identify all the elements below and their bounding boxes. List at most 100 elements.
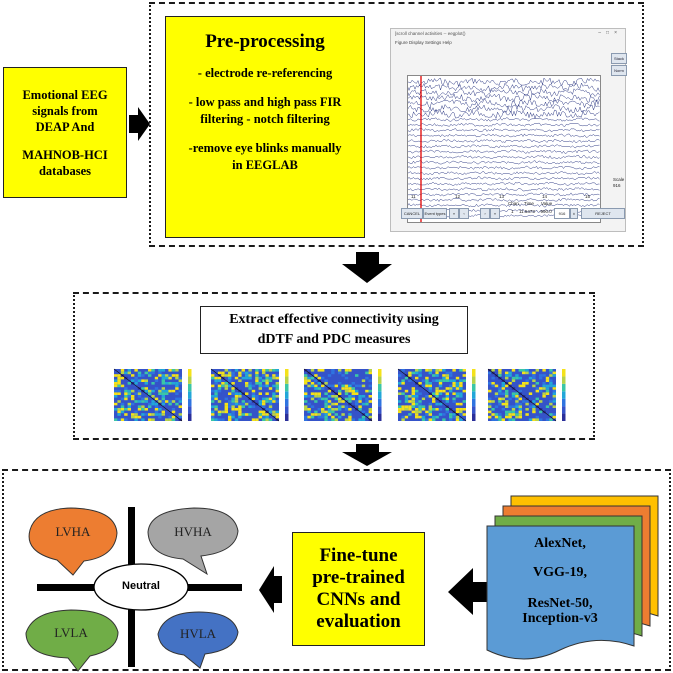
chan-label: Chan. <box>508 201 521 206</box>
document-blue <box>486 525 635 660</box>
eeg-trace <box>407 93 600 103</box>
scale-value: 916 <box>613 183 621 188</box>
connectivity-matrix <box>113 368 192 422</box>
connectivity-matrix <box>397 368 476 422</box>
cnn-alexnet: AlexNet, <box>534 536 586 551</box>
label-lvla: LVLA <box>54 625 88 640</box>
finetune-line-3: CNNs and <box>316 589 401 610</box>
input-line-5: databases <box>38 163 92 178</box>
eeg-trace <box>407 144 600 149</box>
preprocessing-item-5: in EEGLAB <box>232 158 298 172</box>
input-line-1: Emotional EEG <box>22 87 108 102</box>
input-line-2: signals from <box>32 103 98 118</box>
eeg-trace <box>407 77 600 87</box>
time-tick: 13 <box>499 194 505 199</box>
eeg-trace <box>407 117 600 122</box>
norm-button[interactable]: Norm <box>611 65 627 76</box>
eeg-trace <box>407 187 600 192</box>
label-hvha: HVHA <box>174 524 212 539</box>
eeg-trace <box>407 192 600 197</box>
eeg-trace <box>407 82 600 93</box>
connectivity-matrix <box>487 368 566 422</box>
eeg-trace <box>407 103 600 114</box>
cancel-button[interactable]: CANCEL <box>401 208 423 219</box>
eeg-trace <box>407 203 600 208</box>
arrow-left-icon <box>448 568 488 615</box>
eeg-trace <box>407 165 600 170</box>
preprocessing-title: Pre-processing <box>205 31 325 52</box>
label-neutral: Neutral <box>122 580 160 592</box>
arrow-left-icon <box>259 566 282 613</box>
preprocessing-frame <box>149 2 644 247</box>
connectivity-matrix <box>303 368 382 422</box>
input-line-4: MAHNOB-HCI <box>22 147 108 162</box>
preprocessing-item-3: filtering - notch filtering <box>200 112 330 126</box>
label-hvla: HVLA <box>179 626 217 641</box>
chan-value: 1 <box>511 209 514 214</box>
preprocessing-item-1: - electrode re-referencing <box>197 66 333 80</box>
scale-label: Scale <box>613 177 625 182</box>
finetune-line-2: pre-trained <box>312 567 405 588</box>
bubble-lvla <box>25 609 119 672</box>
bubble-hvla <box>157 611 239 669</box>
nav-last-button[interactable]: » <box>490 208 500 219</box>
connectivity-matrix <box>210 368 289 422</box>
time-value: 11.5473 <box>519 209 535 214</box>
eeg-trace <box>407 197 600 202</box>
cnn-inceptionv3: Inception-v3 <box>522 611 598 626</box>
time-tick: 12 <box>455 194 461 199</box>
cnn-vgg19: VGG-19, <box>532 565 588 580</box>
eeg-trace <box>407 109 600 120</box>
eeg-trace <box>407 155 600 159</box>
scale-spin-input[interactable]: 916 <box>554 208 570 219</box>
eeg-trace <box>407 122 600 127</box>
finetune-line-1: Fine-tune <box>319 545 398 566</box>
preprocessing-item-4: -remove eye blinks manually <box>188 141 342 155</box>
finetune-line-4: evaluation <box>316 611 401 632</box>
arrow-right-icon <box>129 107 150 141</box>
finetune-box: Fine-tune pre-trained CNNs and evaluatio… <box>292 532 425 646</box>
stack-button[interactable]: Stack <box>611 53 627 64</box>
time-tick: 11 <box>411 194 416 199</box>
preprocessing-item-2: - low pass and high pass FIR <box>188 95 342 109</box>
classification-frame <box>2 469 671 671</box>
nav-prev-button[interactable]: ‹ <box>459 208 469 219</box>
preprocessing-box: Pre-processing - electrode re-referencin… <box>165 16 365 238</box>
neutral-ellipse <box>93 563 189 611</box>
spin-arrows-icon[interactable]: ± <box>570 208 578 219</box>
event-types-button[interactable]: Event types <box>423 208 447 219</box>
time-tick: 14 <box>542 194 548 199</box>
eeglab-window: [scroll channel activities -- eegplot() … <box>390 28 627 232</box>
eeg-traces <box>407 76 600 222</box>
bubble-hvha <box>147 507 239 576</box>
value-value: -990.0 <box>539 209 552 214</box>
arrow-down-icon <box>342 444 392 466</box>
connectivity-title-line-2: dDTF and PDC measures <box>257 332 411 347</box>
connectivity-title-line-1: Extract effective connectivity using <box>229 312 439 327</box>
time-tick: 15 <box>585 194 591 199</box>
eeglab-menu: Figure Display Settings Help <box>395 40 452 45</box>
bubble-lvha <box>28 507 118 576</box>
eeg-trace <box>407 88 600 98</box>
reject-button[interactable]: REJECT <box>581 208 625 219</box>
eeg-signal-plot <box>407 75 601 223</box>
connectivity-title-box: Extract effective connectivity using dDT… <box>200 306 468 354</box>
eeglab-window-title: [scroll channel activities -- eegplot() <box>395 31 466 36</box>
nav-next-button[interactable]: › <box>480 208 490 219</box>
eeg-trace <box>407 181 600 186</box>
connectivity-frame <box>73 292 595 440</box>
eeg-trace <box>407 149 600 154</box>
value-label: Value <box>541 201 553 206</box>
eeg-trace <box>407 176 600 181</box>
arrow-down-icon <box>342 252 392 283</box>
nav-first-button[interactable]: « <box>449 208 459 219</box>
eeg-trace <box>407 138 600 143</box>
input-line-3: DEAP And <box>35 119 95 134</box>
time-label: Time <box>524 201 534 206</box>
input-data-box: Emotional EEG signals from DEAP And MAHN… <box>3 67 127 198</box>
eeg-trace <box>407 160 600 165</box>
cnn-resnet50: ResNet-50, <box>527 596 593 611</box>
eeg-trace <box>407 171 600 176</box>
label-lvha: LVHA <box>55 524 91 539</box>
